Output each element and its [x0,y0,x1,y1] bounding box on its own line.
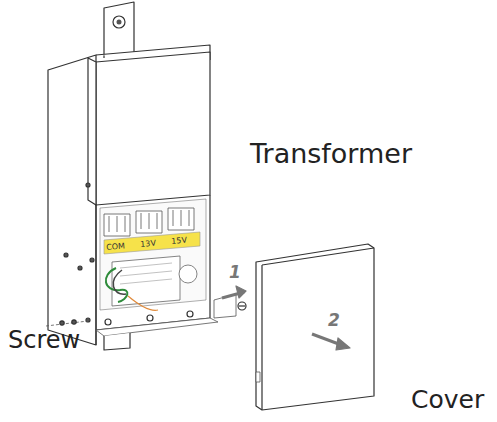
terminal-label: 15V [171,237,187,246]
screw [60,321,64,325]
part-name: Cover [411,387,484,412]
hood-front [96,52,210,205]
part-name: Screw [8,328,80,352]
cover [256,244,374,410]
callout-number: 2 [328,312,340,329]
callout-number: 1 [229,264,241,281]
screw-loose [238,302,246,310]
core [112,256,180,306]
terminal-label: COM [106,242,125,252]
terminal-label: 13V [140,240,156,249]
mounting-tab [104,2,134,58]
housing-side [48,55,96,345]
mount-screw [113,16,125,28]
terminal-strip [104,232,200,254]
terminal-block [104,208,194,236]
ground-wire [106,268,128,302]
part-name: Transformer [250,140,412,167]
